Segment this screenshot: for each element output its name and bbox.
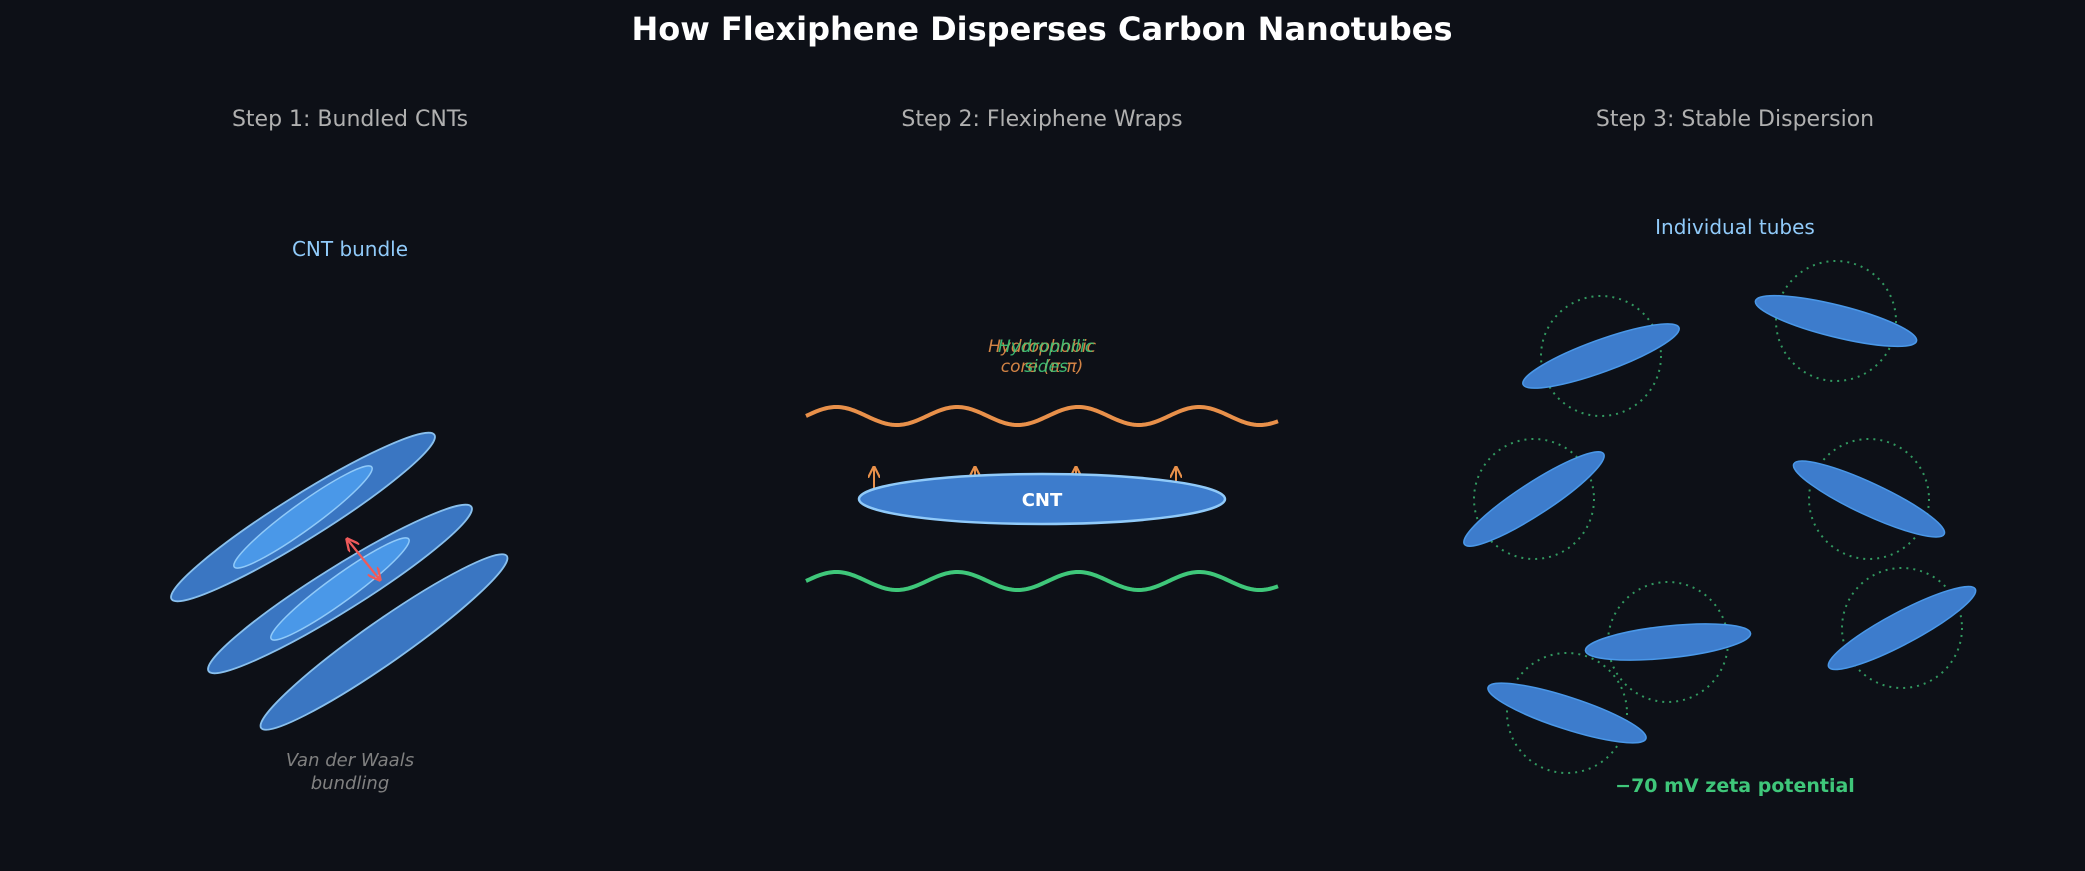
- hydrophobic-wave: [805, 404, 1279, 428]
- hydrophobic-label-line1: Hydrophobic: [988, 337, 1097, 357]
- cnt-tube: [857, 472, 1227, 526]
- hydrophilic-wave: [805, 569, 1279, 593]
- dispersed-tube: [1754, 260, 1918, 382]
- cnt-bundle-label: CNT bundle: [292, 237, 408, 261]
- vdw-caption-line1: Van der Waals: [286, 750, 414, 771]
- dispersed-tube: [1827, 567, 1977, 689]
- panel-step-2: Step 2: Flexiphene Wraps Hydrophobic cor…: [805, 107, 1279, 593]
- zeta-potential-caption: −70 mV zeta potential: [1615, 775, 1855, 797]
- hydrophilic-label-line2: sides: [1024, 357, 1068, 377]
- hydrophobic-label-line2: core (π-π): [1001, 357, 1083, 377]
- dispersed-tube: [1792, 438, 1946, 560]
- diagram-title: How Flexiphene Disperses Carbon Nanotube…: [631, 10, 1452, 48]
- panel-step-3: Step 3: Stable Dispersion Individual tub…: [1463, 107, 1977, 797]
- dispersed-tube: [1463, 438, 1605, 560]
- panel-3-title: Step 3: Stable Dispersion: [1596, 107, 1874, 132]
- bundled-tube-highlight: [233, 465, 373, 569]
- bundled-tube: [259, 553, 509, 731]
- dispersed-tube: [1584, 581, 1752, 703]
- panel-step-1: Step 1: Bundled CNTs CNT bundle Van der …: [170, 107, 509, 794]
- cnt-bundle: [170, 431, 509, 731]
- dispersed-tube: [1487, 652, 1647, 774]
- vdw-caption-line2: bundling: [311, 773, 390, 794]
- individual-tubes-label: Individual tubes: [1655, 215, 1815, 239]
- dispersed-tube: [1522, 295, 1680, 417]
- attraction-arrow: [347, 539, 380, 580]
- cnt-label: CNT: [1022, 490, 1063, 511]
- panel-2-title: Step 2: Flexiphene Wraps: [901, 107, 1182, 132]
- hydrophilic-label-line1: Hydrophilic: [998, 337, 1095, 357]
- panel-1-title: Step 1: Bundled CNTs: [232, 107, 468, 132]
